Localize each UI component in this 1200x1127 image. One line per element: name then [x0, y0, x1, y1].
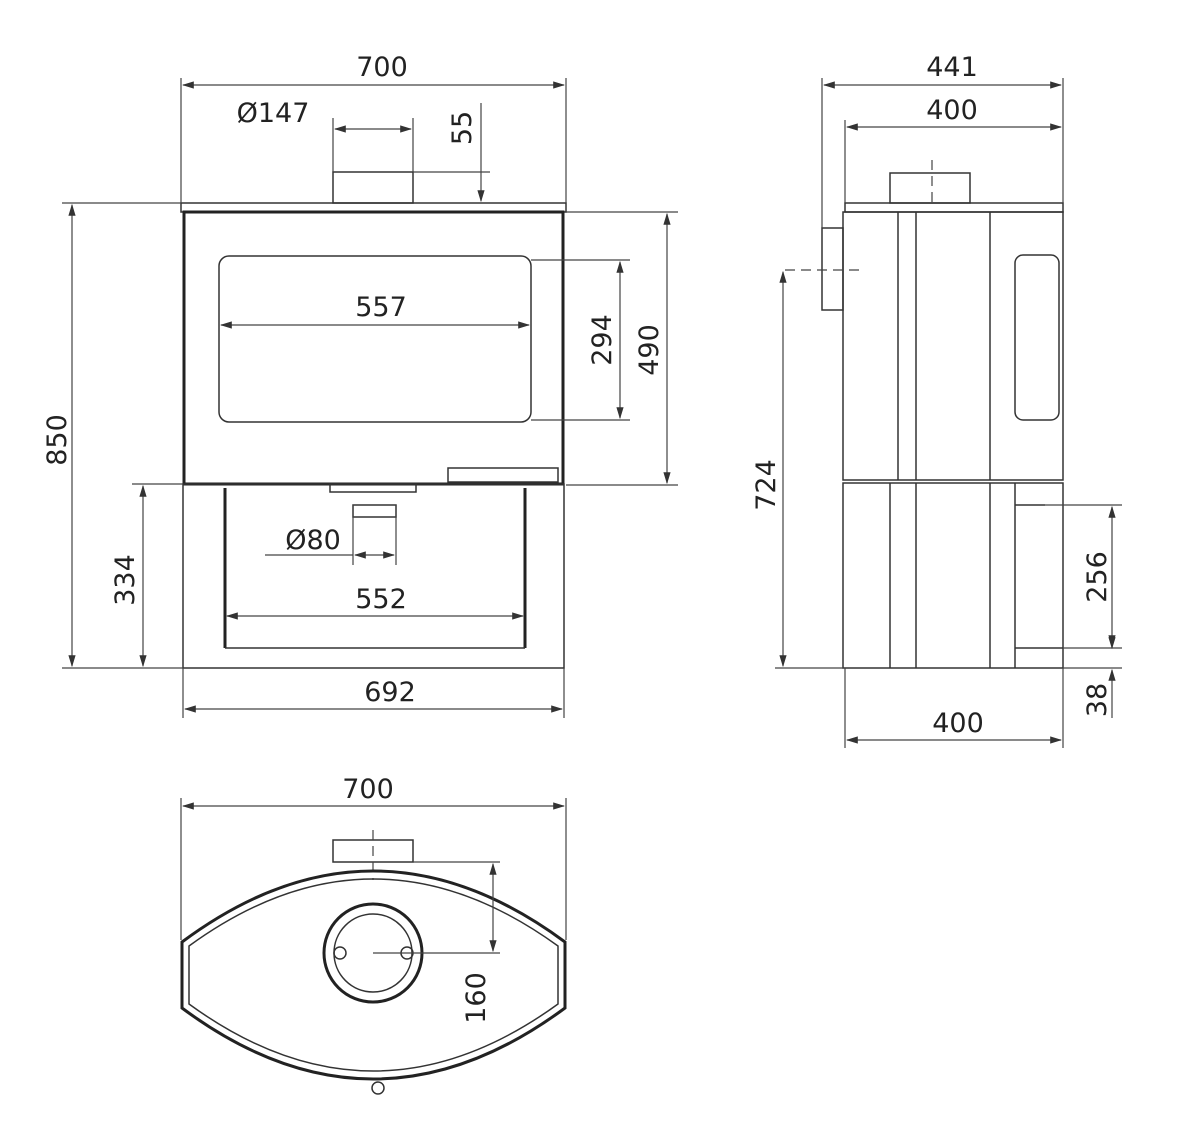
dim-window-width: 557: [355, 292, 407, 323]
air-inlet: [352, 504, 397, 518]
rear-outlet: [821, 227, 844, 311]
front-view: 700 Ø147 55 850 334 490 294 557 552 Ø80 …: [42, 52, 678, 718]
dim-window-height: 294: [587, 314, 618, 366]
dim-base-height: 334: [110, 554, 141, 606]
dim-flue-height: 55: [447, 111, 478, 145]
ash-lip: [447, 467, 559, 483]
firebox-body: [182, 210, 565, 486]
dim-base-inner-width: 552: [355, 584, 407, 615]
dim-flue-diameter: Ø147: [237, 98, 310, 129]
side-body: [842, 211, 1064, 481]
dim-outlet-height: 724: [751, 459, 782, 511]
dim-side-opening: 256: [1082, 551, 1113, 603]
dim-body-height: 490: [634, 324, 665, 376]
dim-side-base-depth: 400: [932, 708, 984, 739]
side-flue-collar: [889, 172, 971, 204]
dim-foot-height: 38: [1082, 683, 1113, 717]
dim-top-width: 700: [342, 774, 394, 805]
dim-front-width: 700: [356, 52, 408, 83]
top-outline: [180, 869, 567, 1081]
base-inner-sides: [223, 488, 527, 648]
dim-flue-offset: 160: [461, 972, 492, 1024]
flue-collar: [332, 171, 414, 204]
dim-side-body-depth: 400: [926, 95, 978, 126]
front-knob: [371, 1081, 385, 1095]
dim-side-depth: 441: [926, 52, 978, 83]
dim-base-width: 692: [364, 677, 416, 708]
side-view: 441 400 724 256 38 400: [751, 52, 1122, 748]
side-window: [1014, 254, 1060, 421]
top-view: 700 160: [180, 774, 567, 1095]
dim-air-inlet-diameter: Ø80: [285, 525, 341, 556]
door-window: [218, 255, 532, 423]
dim-total-height: 850: [42, 414, 73, 466]
base-stand: [182, 483, 565, 669]
side-base: [842, 482, 1064, 669]
